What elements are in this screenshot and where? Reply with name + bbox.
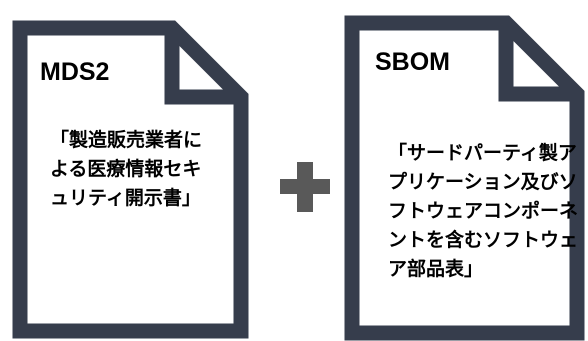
- plus-icon: [280, 162, 330, 212]
- sbom-title: SBOM: [375, 48, 450, 76]
- mds2-description: 「製造販売業者による医療情報セキュリティ開示書」: [50, 129, 203, 209]
- mds2-title: MDS2: [40, 58, 110, 86]
- sbom-document-icon: [344, 15, 585, 341]
- mds2-document-icon: [12, 20, 249, 339]
- sbom-description: 「サードパーティ製アプリケーション及びソフトウェアコンポーネントを含むソフトウェ…: [388, 142, 579, 280]
